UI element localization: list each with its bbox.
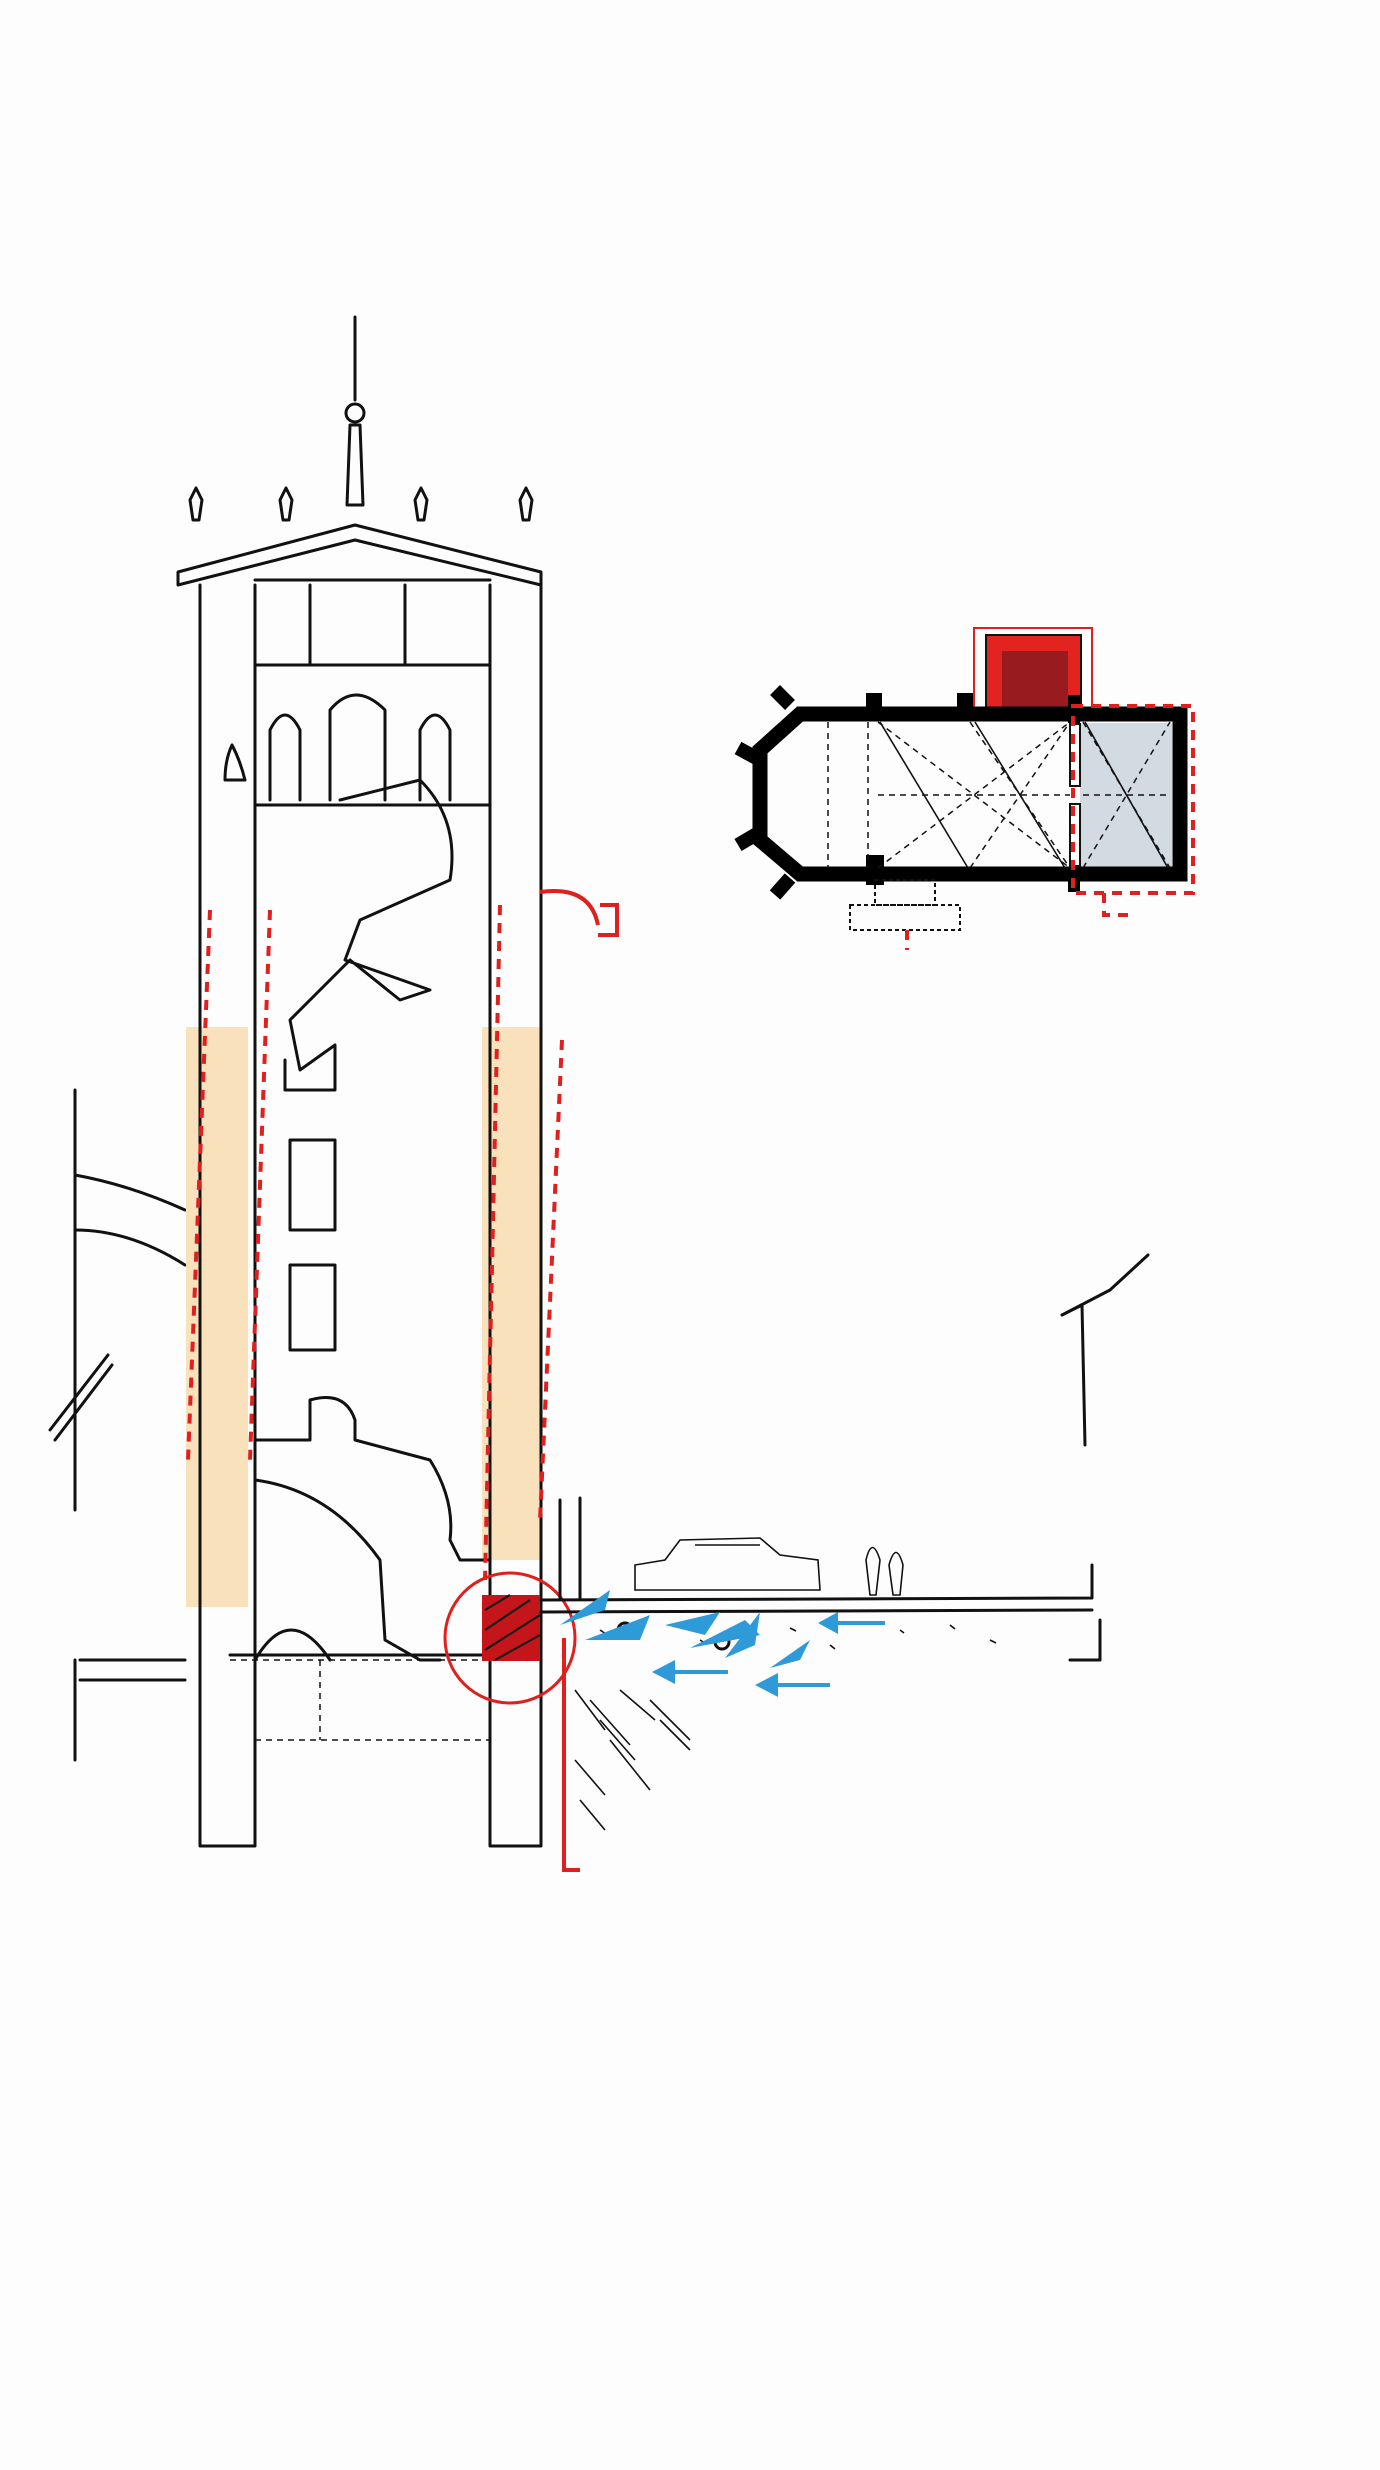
church-floor-plan — [734, 627, 1195, 950]
right-wall-highlight-band — [482, 1027, 542, 1560]
left-building-fragment — [48, 1088, 187, 1762]
water-infiltration-arrows — [560, 1590, 885, 1697]
tower-plan-dark-red — [1002, 651, 1068, 708]
damage-highlight-circle — [443, 1571, 577, 1705]
section-mark-bottom — [562, 1638, 580, 1872]
street-ground — [539, 1496, 1102, 1831]
left-wall-highlight-band — [186, 1027, 248, 1607]
deformation-lines — [186, 904, 564, 1581]
spire-finial — [344, 402, 366, 424]
section-mark-top — [539, 889, 619, 937]
right-building-fragment — [1060, 1253, 1150, 1447]
car-sketch — [634, 1537, 821, 1591]
pedestrian-figures — [865, 1546, 904, 1596]
plan-cut-extent — [1071, 704, 1195, 895]
